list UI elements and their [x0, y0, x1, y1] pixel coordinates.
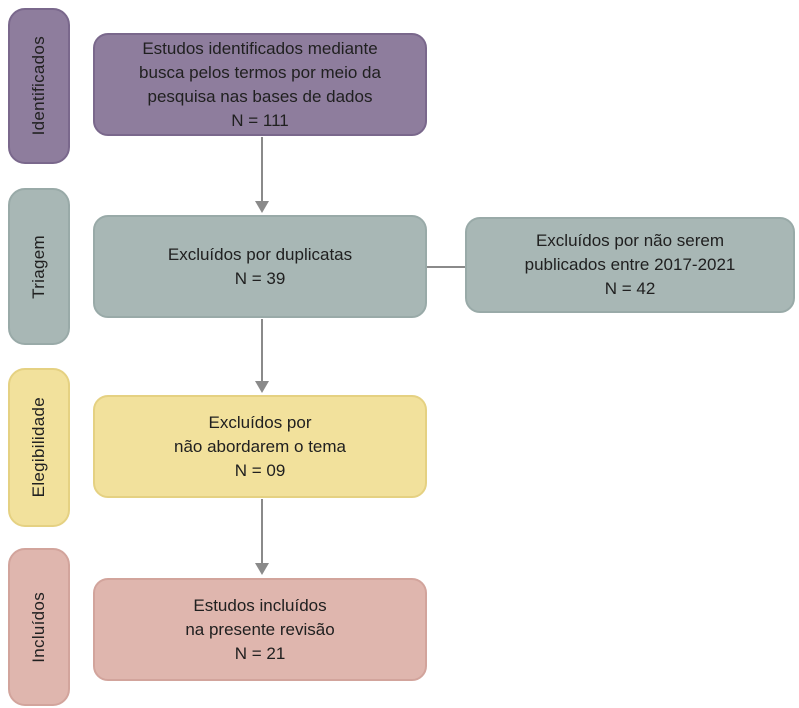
box-theme-text: Excluídos por não abordarem o tema [174, 412, 346, 456]
box-theme-count: N = 09 [234, 460, 286, 480]
stage-elegibilidade-label: Elegibilidade [29, 397, 48, 498]
stage-elegibilidade: Elegibilidade [8, 368, 70, 527]
stage-incluidos-label: Incluídos [29, 591, 48, 663]
box-included-count: N = 21 [234, 643, 286, 663]
box-included-text: Estudos incluídos na presente revisão [185, 595, 335, 639]
arrow-eligibility-to-included-head [255, 563, 269, 575]
arrow-screening-to-eligibility-head [255, 381, 269, 393]
box-identified-text: Estudos identificados mediante busca pel… [139, 38, 381, 106]
stage-triagem-label: Triagem [29, 234, 48, 299]
arrow-eligibility-to-included-line [261, 499, 263, 565]
box-excluded-theme: Excluídos por não abordarem o tema N = 0… [93, 395, 427, 498]
stage-incluidos: Incluídos [8, 548, 70, 706]
arrow-screening-to-eligibility-line [261, 319, 263, 383]
stage-identificados: Identificados [8, 8, 70, 164]
box-identified-studies: Estudos identificados mediante busca pel… [93, 33, 427, 136]
arrow-identified-to-screening-head [255, 201, 269, 213]
box-excluded-duplicates: Excluídos por duplicatas N = 39 [93, 215, 427, 318]
box-duplicates-text: Excluídos por duplicatas [167, 244, 353, 264]
connector-duplicates-to-period-line [427, 266, 465, 268]
stage-triagem: Triagem [8, 188, 70, 345]
box-period-text: Excluídos por não serem publicados entre… [524, 231, 736, 274]
box-identified-count: N = 111 [231, 110, 289, 130]
box-excluded-period: Excluídos por não serem publicados entre… [465, 217, 795, 313]
box-period-count: N = 42 [604, 279, 656, 298]
stage-identificados-label: Identificados [29, 36, 48, 136]
box-included-studies: Estudos incluídos na presente revisão N … [93, 578, 427, 681]
box-duplicates-count: N = 39 [234, 268, 286, 288]
arrow-identified-to-screening-line [261, 137, 263, 203]
